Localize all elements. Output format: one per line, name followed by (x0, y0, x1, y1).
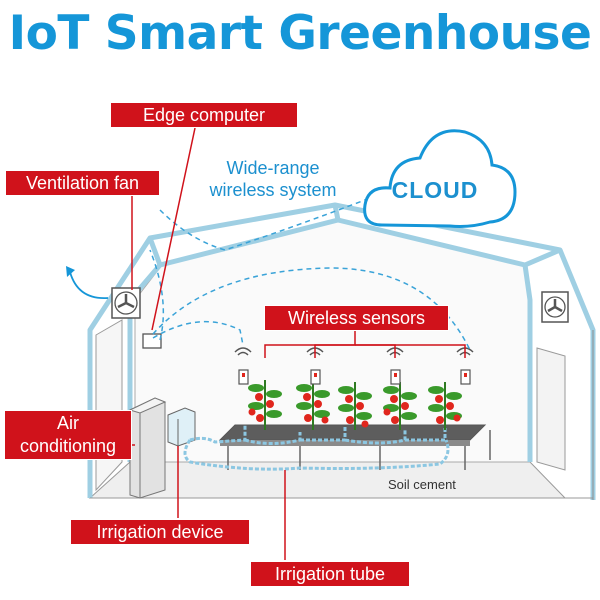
tomato-plant (428, 382, 462, 430)
label-air-conditioning-line1: Air (57, 413, 79, 433)
label-ventilation-fan: Ventilation fan (5, 170, 160, 196)
label-air-conditioning: Air conditioning (4, 410, 132, 460)
wireless-links (149, 197, 471, 351)
side-door (536, 347, 566, 471)
soil-cement-label: Soil cement (388, 477, 456, 492)
leader-lines (128, 127, 466, 560)
tomato-plants (248, 380, 462, 430)
ventilation-fan-left-icon (111, 287, 141, 319)
cloud-label: CLOUD (391, 177, 479, 203)
wireless-sensor-icon (386, 347, 404, 385)
left-door (95, 319, 123, 492)
label-wireless-sensors: Wireless sensors (264, 305, 449, 331)
cloud-icon (363, 129, 517, 228)
label-irrigation-device: Irrigation device (70, 519, 250, 545)
air-conditioning-unit (128, 397, 167, 499)
label-irrigation-tube: Irrigation tube (250, 561, 410, 587)
tomato-plant (248, 380, 282, 430)
irrigation-tube (183, 425, 450, 471)
tomato-plant (383, 382, 417, 430)
label-edge-computer: Edge computer (110, 102, 298, 128)
airflow-arrow-icon (69, 271, 109, 299)
wireless-system-note: Wide-range wireless system (178, 157, 368, 201)
irrigation-device (167, 407, 196, 447)
wireless-note-line1: Wide-range (226, 158, 320, 178)
wireless-note-line2: wireless system (209, 180, 337, 200)
wireless-sensors (234, 347, 474, 385)
label-air-conditioning-line2: conditioning (19, 436, 117, 456)
ventilation-fan-right-icon (541, 291, 569, 323)
wireless-sensor-icon (234, 347, 252, 385)
tomato-plant (296, 380, 330, 430)
tomato-plant (338, 382, 372, 430)
edge-computer-box (142, 333, 162, 349)
page-title: IoT Smart Greenhouse (8, 6, 592, 61)
